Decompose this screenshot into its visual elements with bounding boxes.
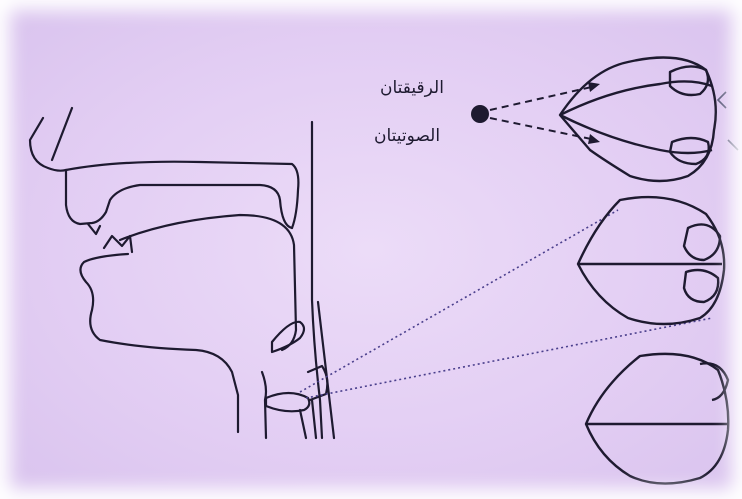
hard-palate-line [66, 170, 292, 228]
glottis-closed-arytenoid-upper [684, 224, 720, 260]
glottis-open-fold-lower [560, 115, 712, 153]
glottis-lower-arytenoid [700, 363, 728, 400]
glottis-open-outline [560, 58, 716, 182]
label-thin-folds: الرقيقتان [380, 78, 444, 98]
label-vocal-folds: الصوتيتان [374, 126, 440, 146]
pointer-dot [471, 105, 489, 123]
tongue-outline [120, 215, 296, 350]
edge-arrow-top [718, 92, 726, 108]
glottis-closed-arytenoid-lower [684, 270, 718, 302]
projection-line-upper [300, 210, 618, 392]
edge-arrow-mid [728, 140, 738, 150]
nose-outline [30, 118, 66, 171]
glottis-lower-outline [586, 354, 728, 484]
vocal-folds-side [266, 393, 309, 411]
projection-line-lower [306, 318, 712, 398]
arrowhead-lower [588, 134, 600, 144]
lower-jaw-outline [80, 254, 238, 432]
arrowhead-upper [588, 82, 600, 92]
esophagus-line [312, 400, 316, 438]
trachea-line [300, 410, 306, 438]
lower-teeth [104, 236, 132, 252]
pharynx-wall [312, 122, 322, 438]
nose-bridge [52, 108, 72, 160]
upper-teeth [88, 224, 100, 234]
